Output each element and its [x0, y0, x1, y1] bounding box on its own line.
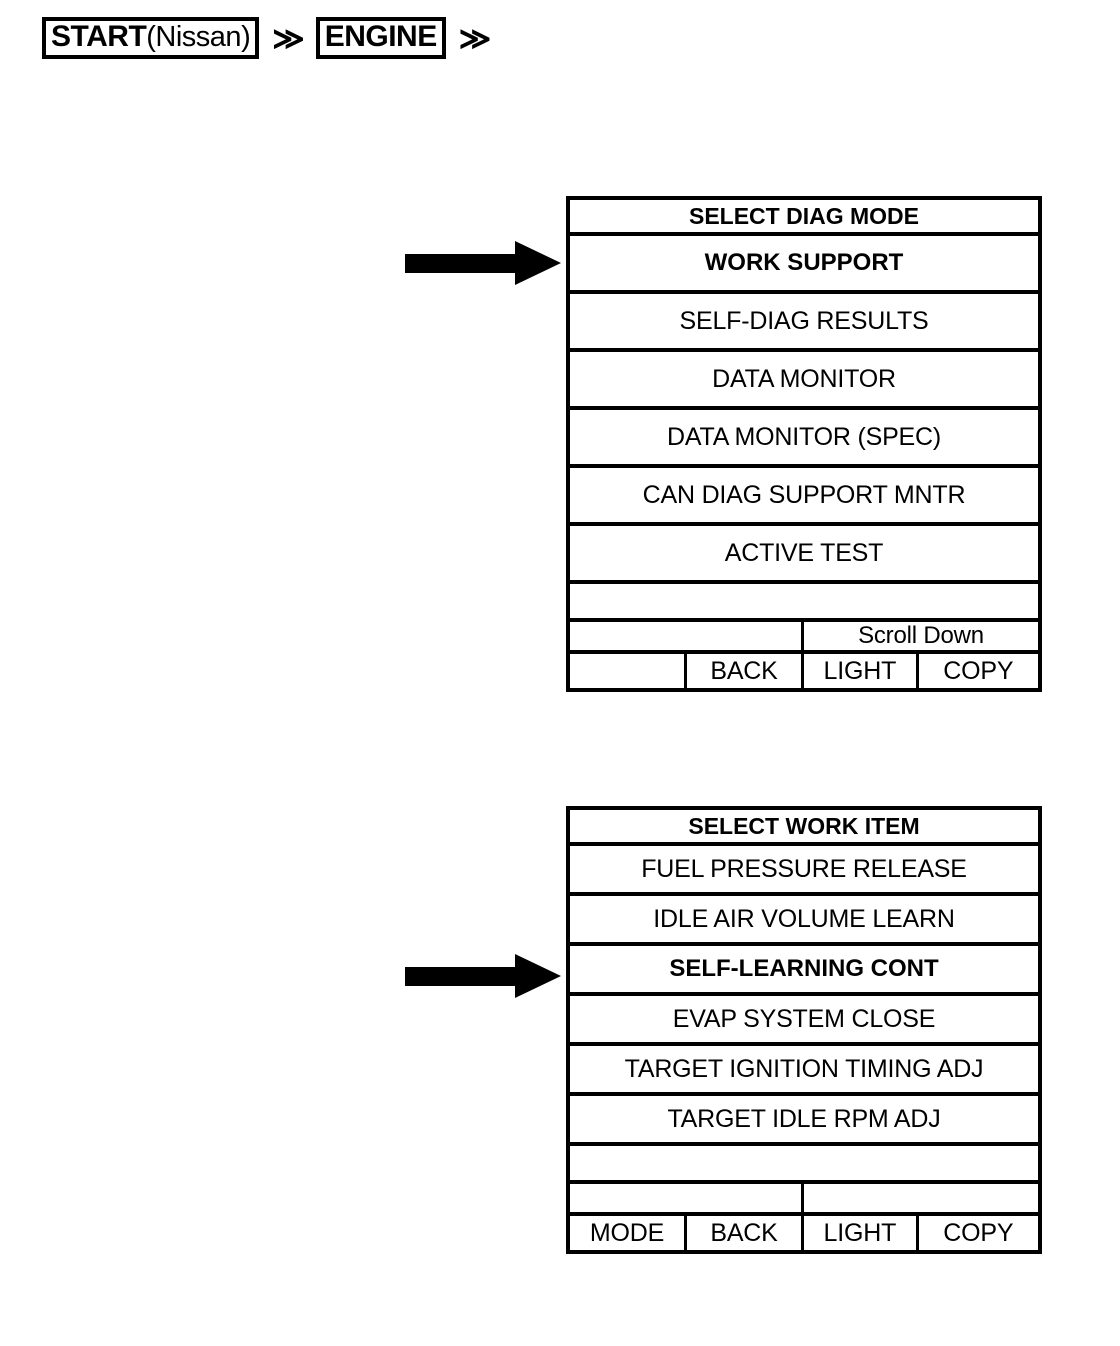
panel-title: SELECT DIAG MODE	[570, 200, 1038, 236]
scan-tool-screen-select-diag-mode: SELECT DIAG MODE WORK SUPPORT SELF-DIAG …	[566, 196, 1042, 692]
breadcrumb: START(Nissan) ≫ ENGINE ≫	[42, 16, 502, 60]
function-key-light[interactable]: LIGHT	[804, 1216, 919, 1250]
breadcrumb-separator-1: ≫	[272, 20, 304, 56]
arrow-shaft	[405, 254, 517, 273]
function-key-back[interactable]: BACK	[687, 1216, 804, 1250]
menu-item-data-monitor-spec[interactable]: DATA MONITOR (SPEC)	[570, 410, 1038, 468]
function-key-bar: BACK LIGHT COPY	[570, 654, 1038, 688]
breadcrumb-engine-label: ENGINE	[324, 20, 438, 53]
menu-item-can-diag-support-mntr[interactable]: CAN DIAG SUPPORT MNTR	[570, 468, 1038, 526]
panel-title: SELECT WORK ITEM	[570, 810, 1038, 846]
menu-item-active-test[interactable]: ACTIVE TEST	[570, 526, 1038, 584]
menu-item-target-idle-rpm-adj[interactable]: TARGET IDLE RPM ADJ	[570, 1096, 1038, 1146]
arrow-shaft	[405, 967, 517, 986]
menu-empty-row	[570, 1146, 1038, 1184]
function-key-mode[interactable]: MODE	[570, 1216, 687, 1250]
menu-item-target-ignition-timing-adj[interactable]: TARGET IGNITION TIMING ADJ	[570, 1046, 1038, 1096]
status-left-cell	[570, 1184, 804, 1212]
function-key-back[interactable]: BACK	[687, 654, 804, 688]
menu-item-self-diag-results[interactable]: SELF-DIAG RESULTS	[570, 294, 1038, 352]
arrow-head	[515, 954, 561, 998]
status-left-cell	[570, 622, 804, 650]
function-key-copy[interactable]: COPY	[943, 1218, 1014, 1247]
breadcrumb-start-maker: (Nissan)	[146, 21, 251, 53]
menu-item-work-support[interactable]: WORK SUPPORT	[570, 236, 1038, 294]
menu-item-idle-air-volume-learn[interactable]: IDLE AIR VOLUME LEARN	[570, 896, 1038, 946]
pointer-arrow-self-learning-cont	[405, 954, 561, 998]
pointer-arrow-work-support	[405, 241, 561, 285]
status-scroll-down[interactable]: Scroll Down	[858, 622, 984, 649]
function-key-copy[interactable]: COPY	[943, 656, 1014, 685]
breadcrumb-start-label: START	[51, 20, 147, 53]
breadcrumb-item-start[interactable]: START(Nissan)	[42, 17, 260, 59]
menu-item-evap-system-close[interactable]: EVAP SYSTEM CLOSE	[570, 996, 1038, 1046]
function-key-light[interactable]: LIGHT	[804, 654, 919, 688]
status-bar	[570, 1184, 1038, 1216]
status-bar: Scroll Down	[570, 622, 1038, 654]
breadcrumb-item-engine[interactable]: ENGINE	[315, 17, 446, 59]
menu-empty-row	[570, 584, 1038, 622]
breadcrumb-separator-2: ≫	[458, 20, 491, 56]
scan-tool-screen-select-work-item: SELECT WORK ITEM FUEL PRESSURE RELEASE I…	[566, 806, 1042, 1254]
menu-item-self-learning-cont[interactable]: SELF-LEARNING CONT	[570, 946, 1038, 996]
function-key-bar: MODE BACK LIGHT COPY	[570, 1216, 1038, 1250]
function-key-1[interactable]	[570, 654, 687, 688]
menu-item-fuel-pressure-release[interactable]: FUEL PRESSURE RELEASE	[570, 846, 1038, 896]
menu-item-data-monitor[interactable]: DATA MONITOR	[570, 352, 1038, 410]
arrow-head	[515, 241, 561, 285]
status-right-cell	[804, 1184, 1038, 1212]
